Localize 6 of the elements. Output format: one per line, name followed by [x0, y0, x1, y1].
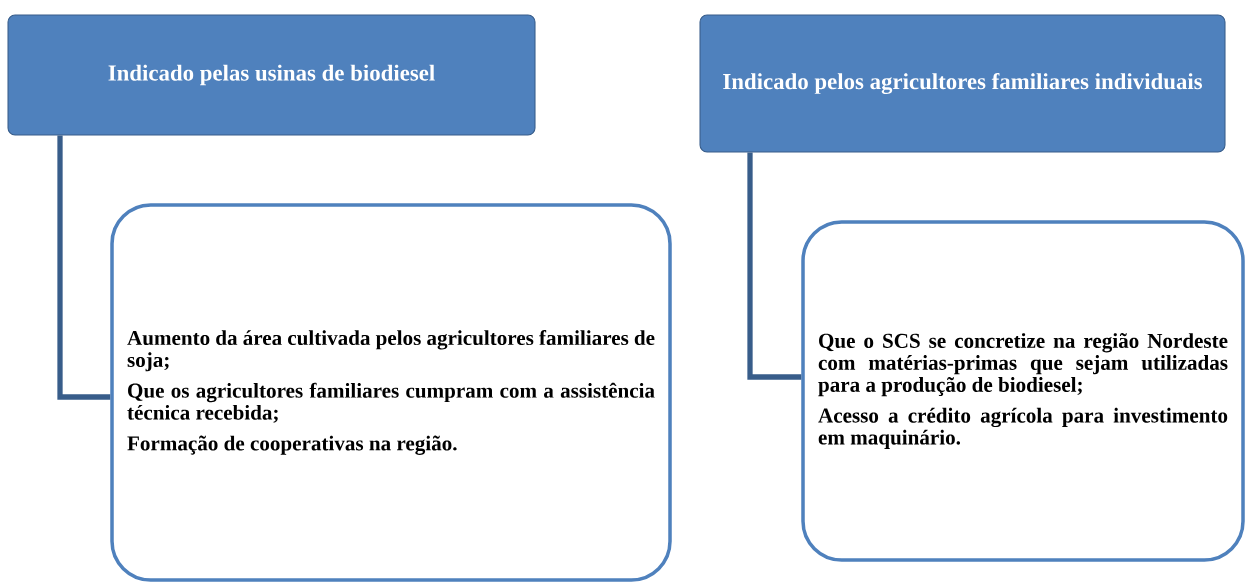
text-box: Que o SCS se concretize na região Nordeste com matérias-primas que sejam utilizadas para a produção de biodiesel; Acesso a crédito agrícola para investimento em maquinário.: [801, 220, 1245, 562]
header-box: Indicado pelos agricultores familiares individuais: [699, 14, 1226, 153]
text-box: Aumento da área cultivada pelos agricultores familiares de soja; Que os agricultores familiares cumpram com a assistência técnica recebida; Formação de cooperativas na região.: [110, 203, 672, 582]
connector-line: [747, 152, 802, 380]
connector-line: [57, 135, 111, 400]
header-box: Indicado pelas usinas de biodiesel: [7, 14, 536, 136]
